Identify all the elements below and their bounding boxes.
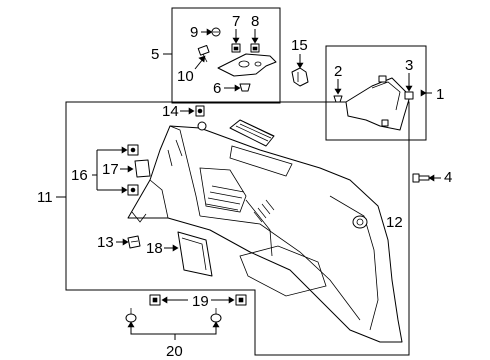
callout-7: 7	[232, 13, 240, 30]
nut-12	[352, 215, 368, 229]
clip-3	[404, 91, 414, 100]
grommet	[197, 121, 207, 131]
lid-18	[177, 231, 213, 277]
callout-18: 18	[146, 240, 163, 257]
screw-9	[211, 27, 221, 37]
callout-20: 20	[166, 343, 183, 360]
callout-15: 15	[291, 37, 308, 54]
callout-9: 9	[190, 24, 198, 41]
callout-12: 12	[386, 214, 403, 231]
callout-13: 13	[97, 234, 114, 251]
clip-2	[333, 95, 343, 103]
callout-5: 5	[151, 46, 159, 63]
bolt-10	[197, 44, 210, 63]
clip-16-lower	[127, 184, 139, 196]
callout-11: 11	[37, 189, 53, 206]
leader-20	[130, 325, 217, 340]
clip-19-right	[235, 294, 247, 306]
leader-10	[194, 58, 204, 70]
callout-10: 10	[177, 68, 194, 85]
bolt-20-right	[210, 308, 222, 323]
quarter-trim-panel	[127, 125, 403, 343]
callout-16: 16	[71, 167, 88, 184]
callout-3: 3	[405, 57, 413, 74]
cover-17	[134, 159, 151, 178]
callout-14: 14	[162, 103, 179, 120]
clip-16-upper	[127, 144, 139, 156]
trim-panel-1	[345, 75, 411, 131]
callout-8: 8	[251, 13, 259, 30]
bracket-15	[291, 67, 309, 87]
bolt-4	[412, 173, 430, 183]
clip-13	[127, 235, 141, 249]
clip-14	[195, 105, 205, 117]
leader-16	[92, 149, 125, 191]
group-box-11	[65, 101, 410, 356]
clip-7	[231, 43, 241, 53]
bolt-20-left	[125, 308, 137, 323]
arrowheads	[121, 28, 435, 328]
callout-17: 17	[102, 161, 119, 178]
callout-2: 2	[334, 63, 342, 80]
vent-grille	[229, 119, 275, 147]
clip-19-left	[149, 294, 161, 306]
group-box-5	[171, 7, 281, 104]
bracket-trim	[217, 53, 277, 77]
callout-6: 6	[213, 80, 221, 97]
clip-6	[239, 83, 251, 92]
clip-8	[250, 43, 260, 53]
callout-1: 1	[436, 86, 444, 103]
callout-19: 19	[192, 293, 209, 310]
callout-4: 4	[444, 169, 452, 186]
